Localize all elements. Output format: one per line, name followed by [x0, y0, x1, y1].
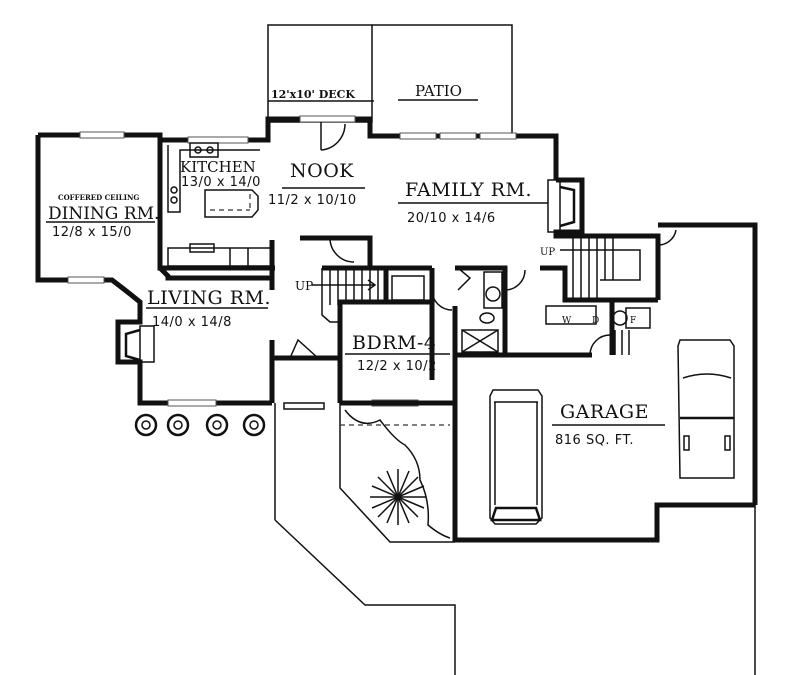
- washer-label: W: [562, 316, 572, 326]
- kitchen-label: KITCHEN: [180, 158, 256, 176]
- dryer-label: D: [592, 316, 599, 326]
- nook-dims: 11/2 x 10/10: [268, 193, 357, 208]
- deck-door: [320, 122, 346, 151]
- nook-label: NOOK: [290, 160, 354, 182]
- bath-laundry: [452, 265, 658, 358]
- dining-note: COFFERED CEILING: [58, 193, 139, 202]
- rear-stair: [560, 229, 677, 355]
- bdrm4-label: BDRM-4: [352, 332, 436, 354]
- family-label: FAMILY RM.: [405, 179, 532, 201]
- shrub-icons: [134, 413, 266, 437]
- family-dims: 20/10 x 14/6: [407, 211, 496, 226]
- family-fireplace-hearth: [547, 179, 561, 233]
- patio-area: [372, 24, 513, 133]
- living-fireplace-icon: [124, 328, 141, 362]
- dining-dims: 12/8 x 15/0: [52, 225, 132, 240]
- deck-area: [267, 24, 374, 123]
- garage-dims: 816 SQ. FT.: [555, 433, 634, 448]
- exterior-walls: [35, 116, 661, 406]
- deck-label: 12'x10' DECK: [271, 88, 355, 101]
- driveway: [274, 505, 756, 675]
- garage-label: GARAGE: [560, 401, 649, 423]
- family-fireplace-icon: [559, 185, 576, 228]
- windows: [67, 115, 517, 407]
- freezer-label: F: [630, 316, 636, 326]
- stair-up-label: UP: [295, 279, 313, 293]
- courtyard: [339, 403, 455, 543]
- living-label: LIVING RM.: [147, 287, 271, 309]
- car-icon: [489, 389, 543, 525]
- bdrm4-dims: 12/2 x 10/2: [357, 359, 437, 374]
- stair-up-label-2: UP: [540, 247, 555, 258]
- center-stair: [300, 235, 389, 403]
- garage-walls: [452, 222, 758, 543]
- living-dims: 14/0 x 14/8: [152, 315, 232, 330]
- living-fireplace-hearth: [139, 325, 155, 363]
- kitchen-dims: 13/0 x 14/0: [181, 175, 261, 190]
- dining-label: DINING RM.: [48, 204, 159, 224]
- tree-icon: [370, 469, 426, 525]
- entry: [272, 338, 340, 520]
- kitchen-fixtures: [167, 142, 273, 267]
- patio-label: PATIO: [415, 82, 462, 100]
- truck-icon: [677, 339, 735, 479]
